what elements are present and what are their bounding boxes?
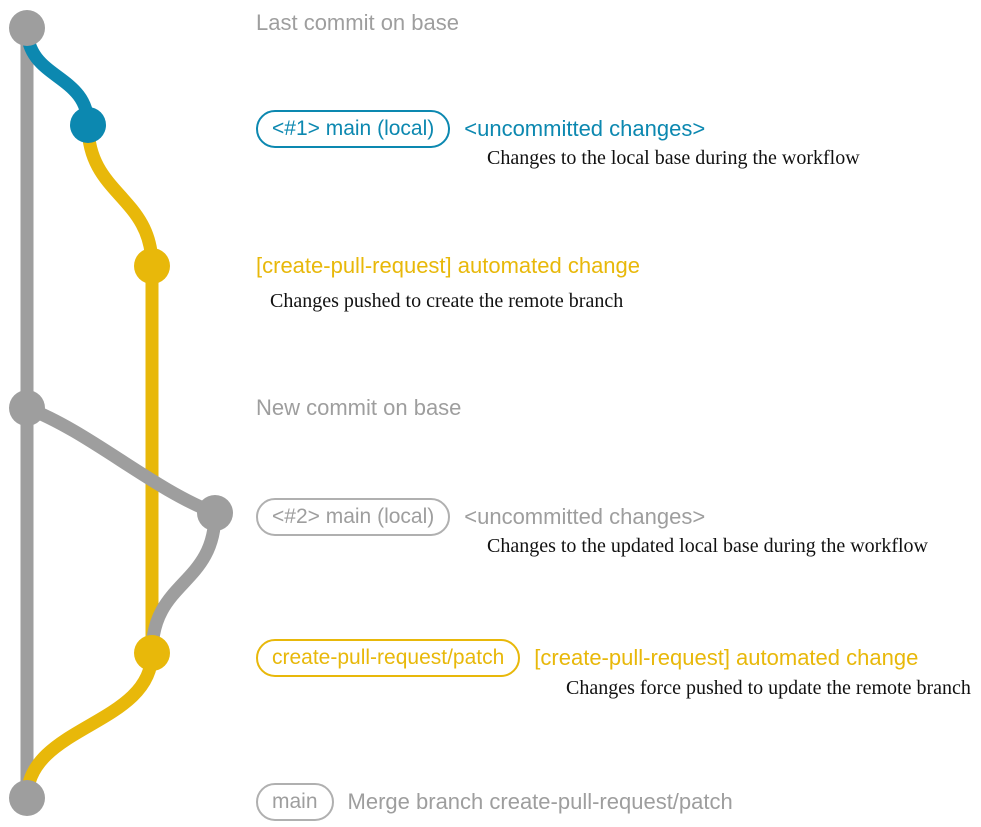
commit-node-local-1[interactable] (70, 107, 106, 143)
commit-subject: <uncommitted changes> (464, 504, 706, 529)
commit-subject: [create-pull-request] automated change (256, 253, 641, 278)
commit-subject: New commit on base (256, 395, 462, 420)
commit-subject: Merge branch create-pull-request/patch (347, 789, 733, 814)
commit-description: Changes to the updated local base during… (487, 535, 928, 557)
commit-description: Changes pushed to create the remote bran… (270, 290, 624, 312)
commit-node-patch-1[interactable] (134, 248, 170, 284)
ref-badge-create-pull-request-patch[interactable]: create-pull-request/patch (256, 639, 521, 677)
yellow-merge-line (20, 646, 159, 805)
ref-badge-main-local-2[interactable]: <#2> main (local) (256, 498, 451, 536)
commit-description: Changes force pushed to update the remot… (566, 677, 971, 699)
commit-node-base-top[interactable] (9, 10, 45, 46)
commit-node-base-new[interactable] (9, 390, 45, 426)
ref-badge-main-local-1[interactable]: <#1> main (local) (256, 110, 451, 148)
commit-node-local-2[interactable] (197, 495, 233, 531)
commit-subject: Last commit on base (256, 10, 459, 35)
gray-branch-line-in (145, 506, 222, 660)
commit-node-patch-2[interactable] (134, 635, 170, 671)
commit-node-base-merge[interactable] (9, 780, 45, 816)
yellow-branch-line-upper (81, 118, 159, 273)
gray-branch-line-out (20, 401, 222, 520)
commit-description: Changes to the local base during the wor… (487, 147, 860, 169)
commit-subject: [create-pull-request] automated change (534, 645, 919, 670)
ref-badge-main[interactable]: main (256, 783, 334, 821)
commit-subject: <uncommitted changes> (464, 116, 706, 141)
